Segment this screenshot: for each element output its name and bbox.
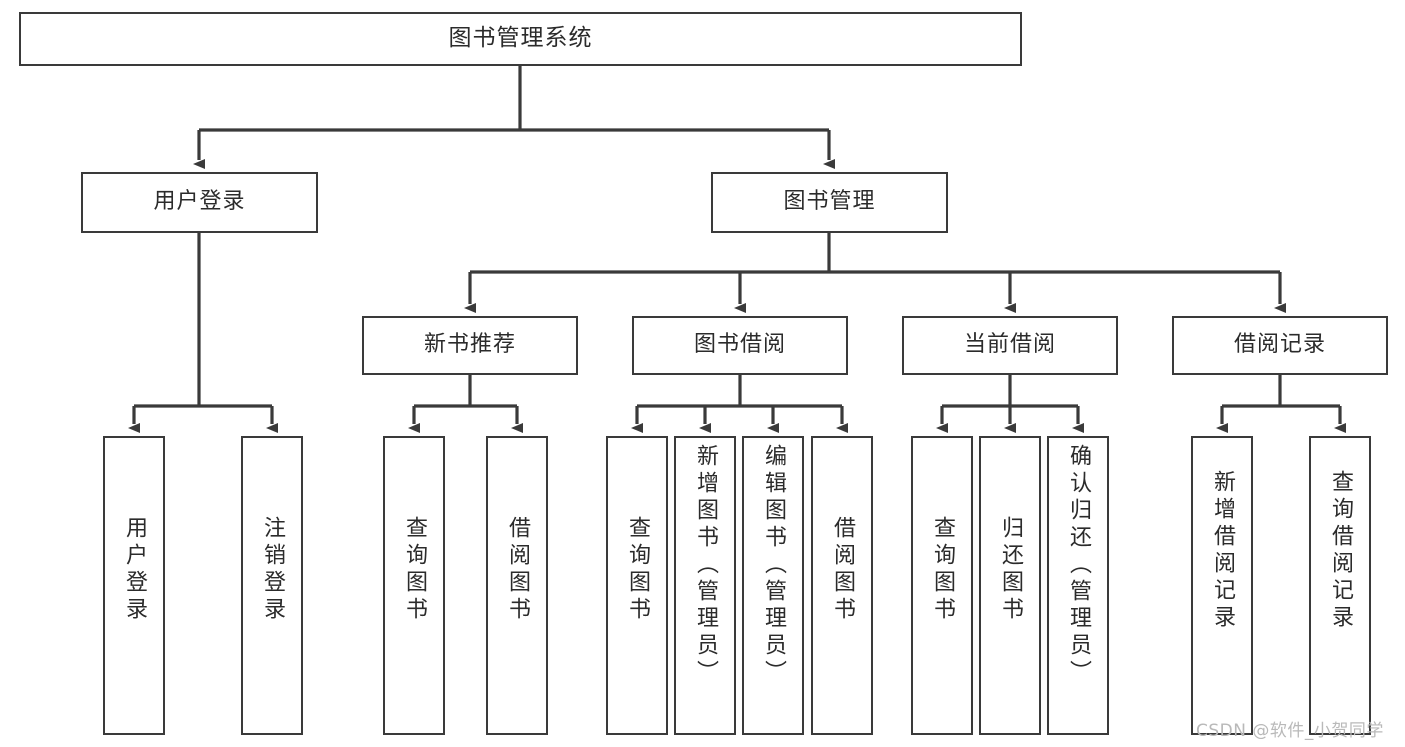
csdn-watermark: CSDN @软件_小贺同学: [1196, 721, 1384, 741]
leaf-add-book-admin[interactable]: 新增图书（管理员）: [674, 436, 736, 735]
leaf-add-borrow-record-label: 新增借阅记录: [1210, 470, 1235, 632]
leaf-return-book-label: 归还图书: [998, 516, 1023, 624]
leaf-query-book-current[interactable]: 查询图书: [911, 436, 973, 735]
node-book-borrow[interactable]: 图书借阅: [632, 316, 848, 375]
leaf-query-book-borrow[interactable]: 查询图书: [606, 436, 668, 735]
leaf-user-login-label: 用户登录: [122, 516, 147, 624]
leaf-add-borrow-record[interactable]: 新增借阅记录: [1191, 436, 1253, 735]
node-book-management[interactable]: 图书管理: [711, 172, 948, 233]
node-new-book-recommend[interactable]: 新书推荐: [362, 316, 578, 375]
node-borrow-record[interactable]: 借阅记录: [1172, 316, 1388, 375]
node-root[interactable]: 图书管理系统: [19, 12, 1022, 66]
leaf-query-book-recommend-label: 查询图书: [402, 516, 427, 624]
leaf-edit-book-admin-label: 编辑图书（管理员）: [761, 444, 786, 687]
leaf-add-book-admin-label: 新增图书（管理员）: [693, 444, 718, 687]
node-book-management-label: 图书管理: [783, 189, 876, 215]
leaf-logout-login[interactable]: 注销登录: [241, 436, 303, 735]
leaf-borrow-book-borrow[interactable]: 借阅图书: [811, 436, 873, 735]
node-root-label: 图书管理系统: [448, 25, 593, 52]
leaf-query-book-recommend[interactable]: 查询图书: [383, 436, 445, 735]
leaf-edit-book-admin[interactable]: 编辑图书（管理员）: [742, 436, 804, 735]
node-current-borrow[interactable]: 当前借阅: [902, 316, 1118, 375]
leaf-query-book-borrow-label: 查询图书: [625, 516, 650, 624]
leaf-borrow-book-recommend-label: 借阅图书: [505, 516, 530, 624]
leaf-user-login[interactable]: 用户登录: [103, 436, 165, 735]
leaf-query-borrow-record[interactable]: 查询借阅记录: [1309, 436, 1371, 735]
node-user-login[interactable]: 用户登录: [81, 172, 318, 233]
leaf-confirm-return-admin[interactable]: 确认归还（管理员）: [1047, 436, 1109, 735]
leaf-query-book-current-label: 查询图书: [930, 516, 955, 624]
node-user-login-label: 用户登录: [153, 189, 246, 215]
node-book-borrow-label: 图书借阅: [693, 332, 786, 358]
leaf-confirm-return-admin-label: 确认归还（管理员）: [1066, 444, 1091, 687]
leaf-return-book[interactable]: 归还图书: [979, 436, 1041, 735]
node-new-book-recommend-label: 新书推荐: [423, 332, 516, 358]
leaf-borrow-book-recommend[interactable]: 借阅图书: [486, 436, 548, 735]
node-current-borrow-label: 当前借阅: [963, 332, 1056, 358]
node-borrow-record-label: 借阅记录: [1233, 332, 1326, 358]
leaf-logout-login-label: 注销登录: [260, 516, 285, 624]
leaf-query-borrow-record-label: 查询借阅记录: [1328, 470, 1353, 632]
leaf-borrow-book-borrow-label: 借阅图书: [830, 516, 855, 624]
